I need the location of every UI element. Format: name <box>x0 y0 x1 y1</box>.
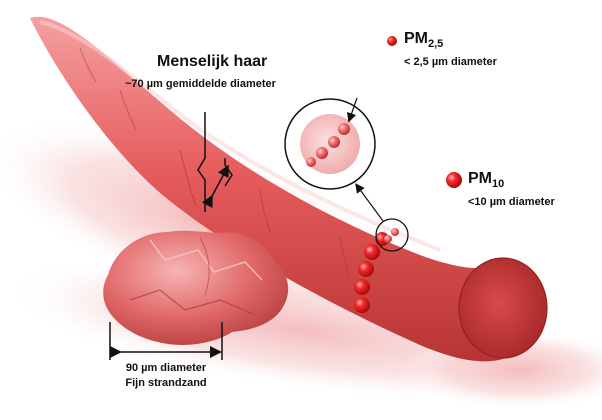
hair-diameter-label: ~70 µm gemiddelde diameter <box>125 78 276 90</box>
sand-grain <box>103 230 289 345</box>
pm25-legend-dot <box>387 36 397 46</box>
hair-diameter-indicator <box>197 112 233 212</box>
zoom-detail-circle <box>284 98 376 190</box>
zoom-source-circle <box>375 218 409 252</box>
pm10-subscript: 10 <box>492 178 505 190</box>
sand-caption: Fijn strandzand <box>125 377 207 389</box>
pm25-diameter-label: < 2,5 µm diameter <box>404 56 497 68</box>
pm25-arrow <box>347 97 358 123</box>
sand-diameter-label: 90 µm diameter <box>125 362 207 374</box>
sand-diameter-indicator <box>109 322 223 360</box>
pm10-label: PM10 <box>468 170 505 190</box>
pm10-legend-dot <box>446 172 462 188</box>
human-hair <box>30 16 548 362</box>
zoom-arrow <box>355 183 384 222</box>
pm10-diameter-label: <10 µm diameter <box>468 196 555 208</box>
hair-title: Menselijk haar <box>157 53 268 70</box>
pm25-subscript: 2,5 <box>428 38 444 50</box>
pm25-label: PM2,5 <box>404 30 444 50</box>
